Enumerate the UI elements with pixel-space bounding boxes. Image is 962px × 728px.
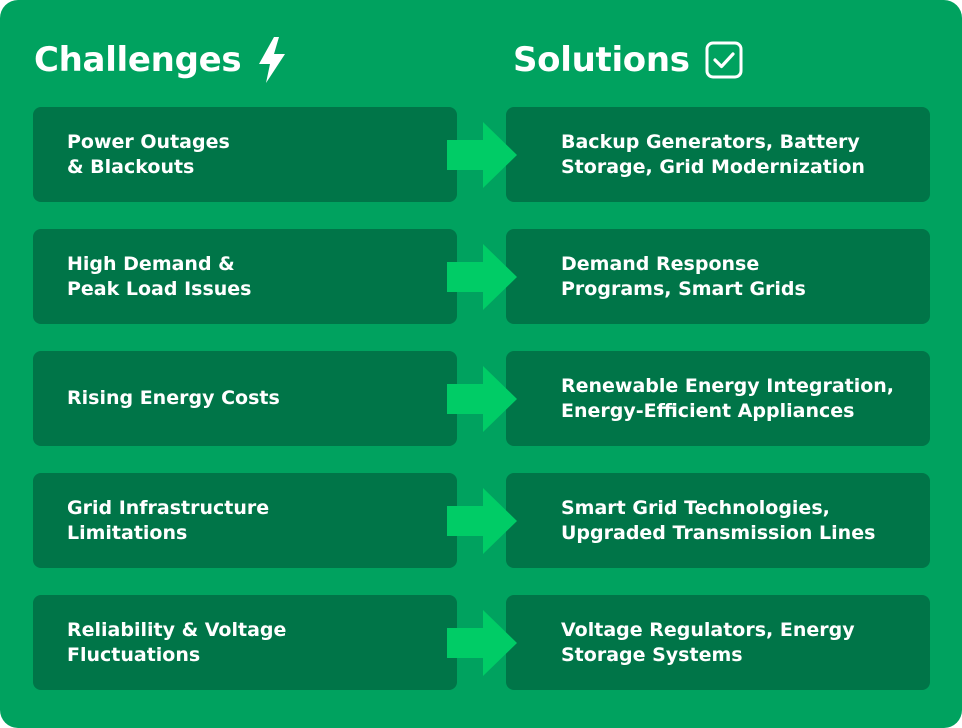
solution-card: Voltage Regulators, Energy Storage Syste… — [506, 595, 930, 690]
solution-text: Backup Generators, Battery Storage, Grid… — [561, 130, 865, 178]
solutions-heading: Solutions — [513, 36, 744, 84]
challenge-card: High Demand & Peak Load Issues — [33, 229, 457, 324]
checkbox-icon — [705, 41, 743, 79]
arrow-right-icon — [447, 488, 517, 554]
solution-text: Renewable Energy Integration, Energy-Eff… — [561, 374, 895, 422]
arrow-right-icon — [447, 122, 517, 188]
solution-card: Backup Generators, Battery Storage, Grid… — [506, 107, 930, 202]
challenge-text: Rising Energy Costs — [67, 387, 280, 409]
solution-text: Demand Response Programs, Smart Grids — [561, 252, 806, 300]
solution-card: Smart Grid Technologies, Upgraded Transm… — [506, 473, 930, 568]
challenge-text: Grid Infrastructure Limitations — [67, 496, 270, 544]
solution-card: Demand Response Programs, Smart Grids — [506, 229, 930, 324]
challenges-heading: Challenges — [34, 36, 289, 84]
challenge-card: Power Outages & Blackouts — [33, 107, 457, 202]
challenge-card: Grid Infrastructure Limitations — [33, 473, 457, 568]
arrow-right-icon — [447, 244, 517, 310]
challenge-card: Reliability & Voltage Fluctuations — [33, 595, 457, 690]
solution-text: Smart Grid Technologies, Upgraded Transm… — [561, 496, 876, 544]
challenge-text: Power Outages & Blackouts — [67, 130, 230, 178]
solution-text: Voltage Regulators, Energy Storage Syste… — [561, 618, 855, 666]
challenge-text: Reliability & Voltage Fluctuations — [67, 618, 287, 666]
arrow-right-icon — [447, 366, 517, 432]
challenge-text: High Demand & Peak Load Issues — [67, 252, 252, 300]
solutions-title: Solutions — [513, 40, 690, 80]
challenge-card: Rising Energy Costs — [33, 351, 457, 446]
challenges-title: Challenges — [34, 40, 242, 80]
arrow-right-icon — [447, 610, 517, 676]
solution-card: Renewable Energy Integration, Energy-Eff… — [506, 351, 930, 446]
lightning-bolt-icon — [259, 37, 286, 83]
